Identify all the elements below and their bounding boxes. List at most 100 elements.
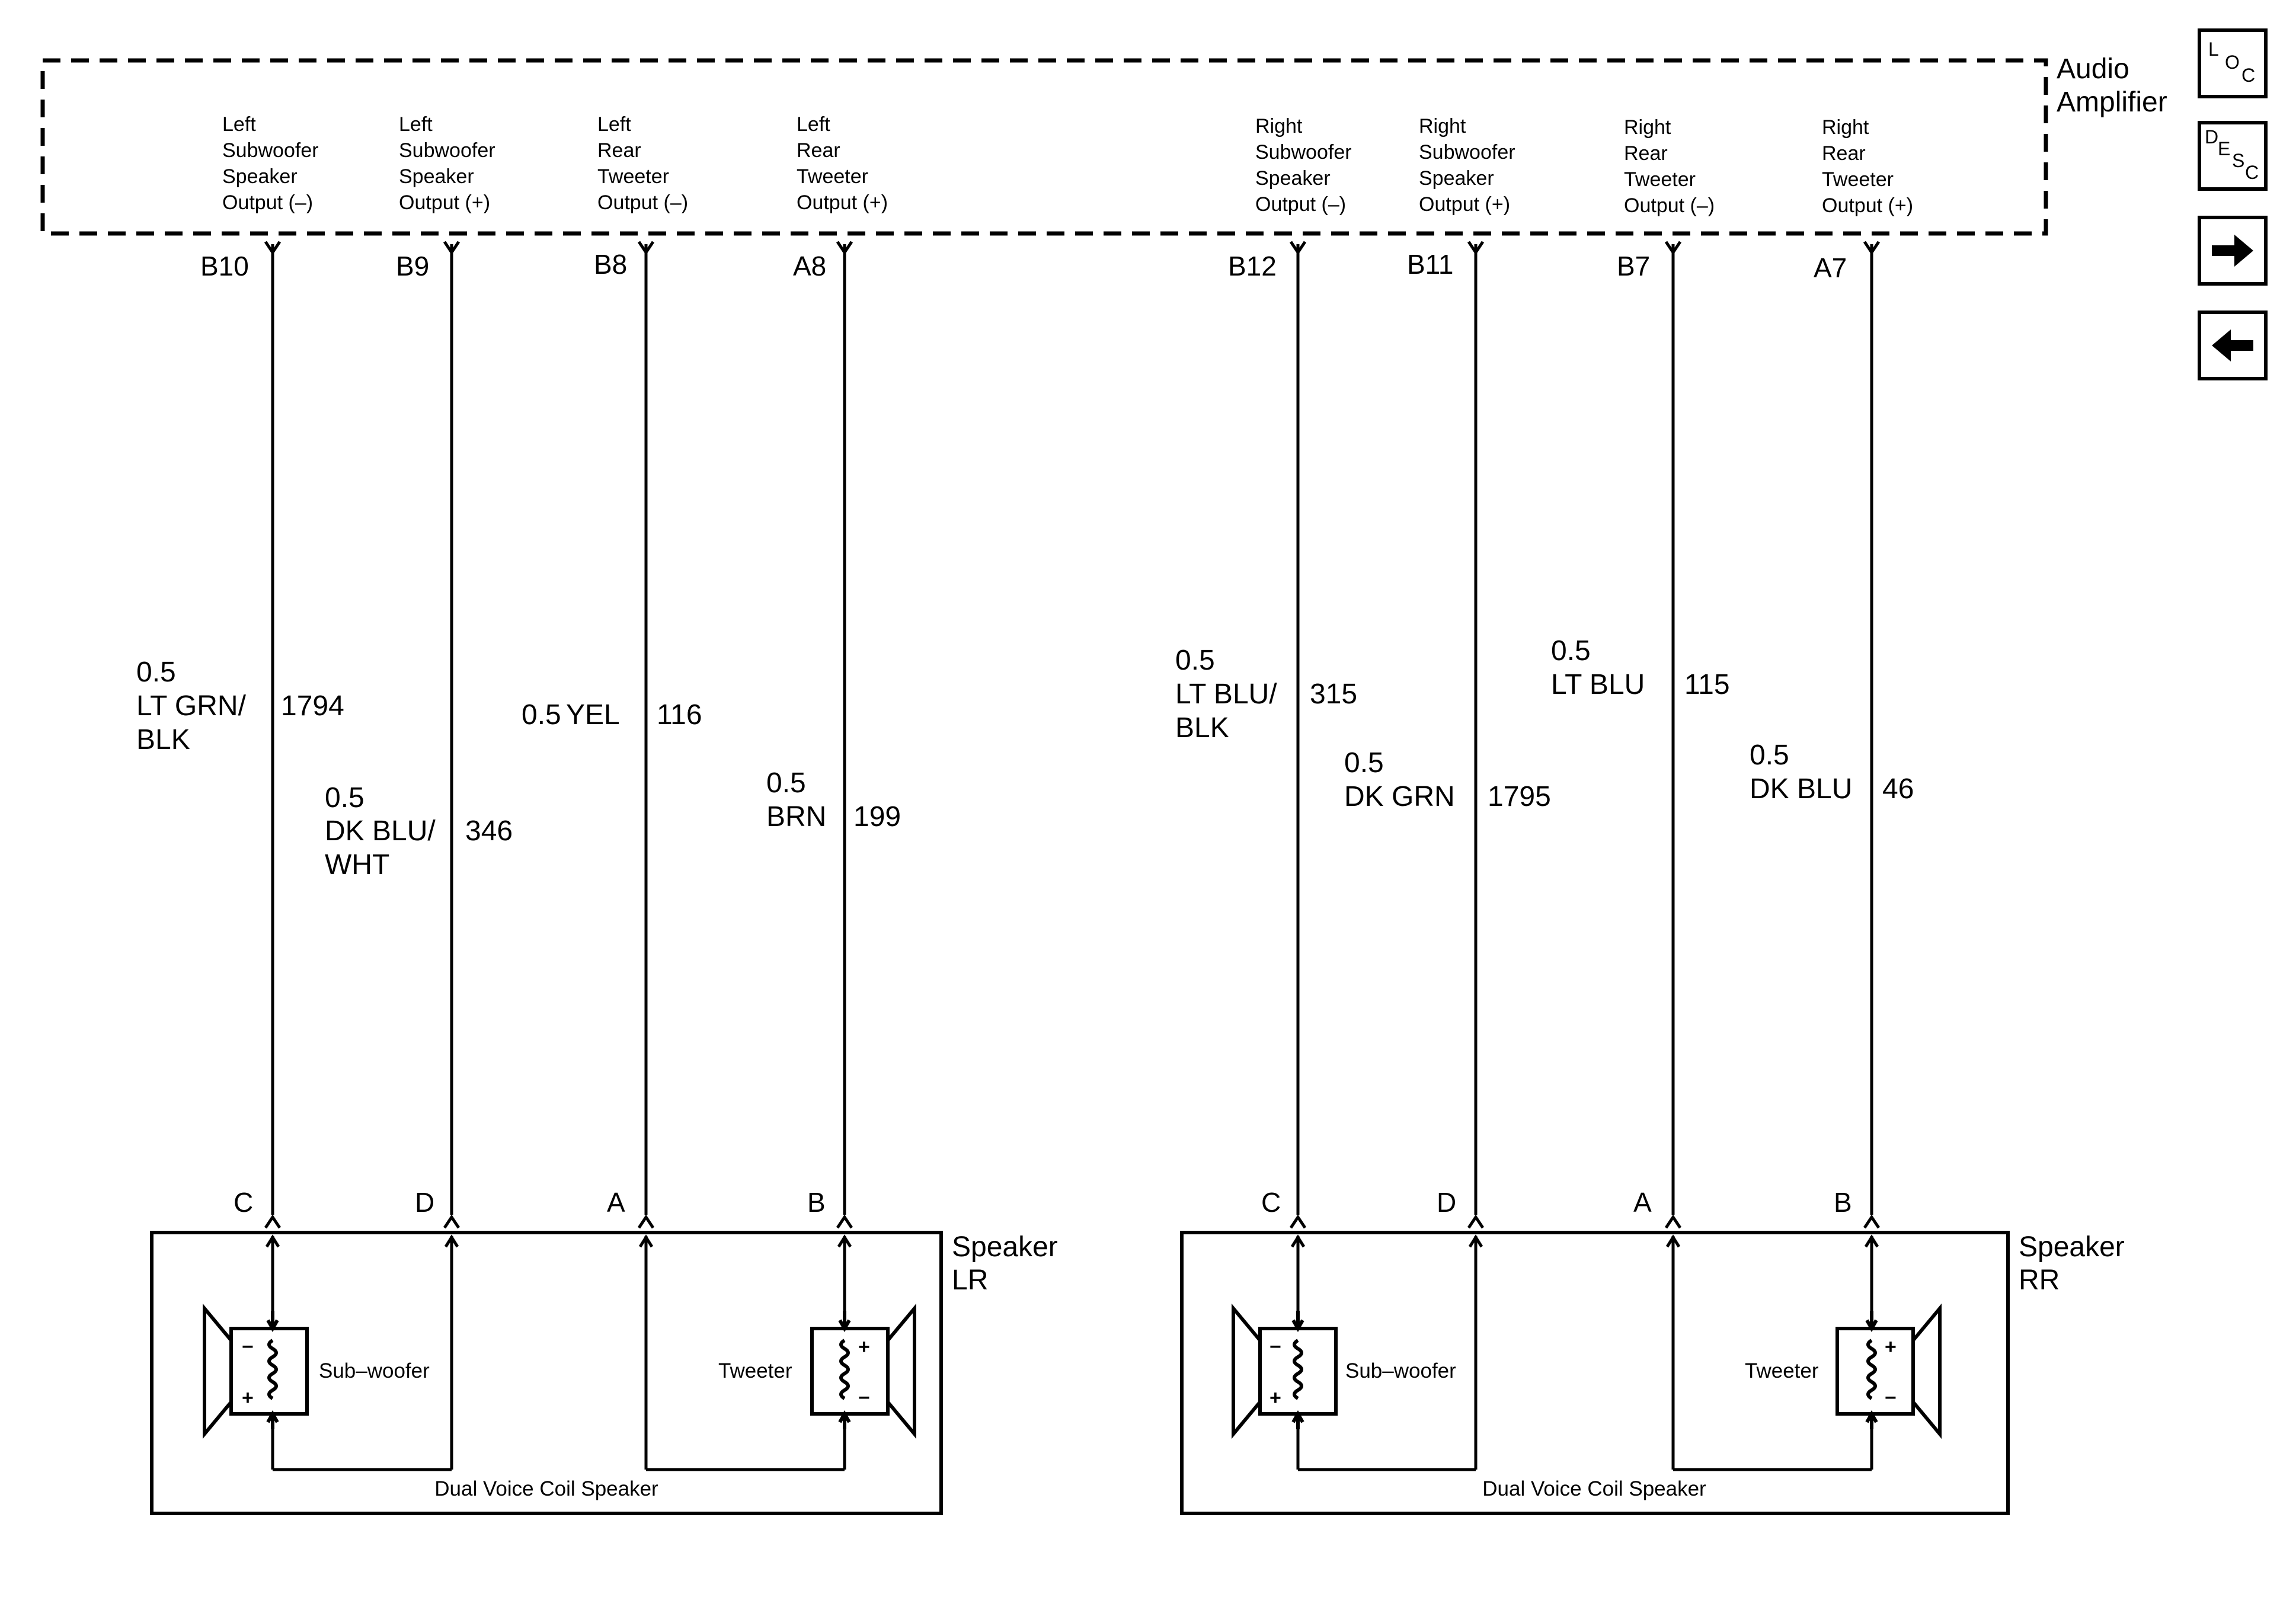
connector-symbol [1467, 241, 1485, 255]
circuit-number: 46 [1882, 773, 1914, 805]
connector-symbol [443, 1214, 461, 1229]
output-label: Left Rear Tweeter Output (+) [797, 113, 888, 214]
loc-icon: L O C [2208, 39, 2255, 86]
tweeter-label: Tweeter [1745, 1359, 1819, 1382]
wire-color: LT GRN/ [136, 690, 247, 722]
amp-pin-label: B12 [1228, 251, 1277, 281]
speaker-pin-label: D [1437, 1187, 1456, 1218]
loc-button[interactable]: L O C [2198, 28, 2268, 98]
amp-pin-label: A8 [793, 251, 826, 281]
output-label: Left Subwoofer Speaker Output (–) [222, 113, 324, 214]
next-button[interactable] [2198, 216, 2268, 286]
amp-pin-label: A7 [1814, 252, 1847, 283]
wire-color: BLK [1175, 712, 1229, 744]
speaker-box [1180, 1231, 2010, 1515]
tweeter-minus-sign: − [858, 1387, 870, 1409]
svg-text:S: S [2232, 150, 2244, 171]
connector-symbol [1289, 1214, 1307, 1229]
connector-symbol [264, 1214, 282, 1229]
speaker-rr: Speaker RR − + Sub–woofer [1180, 1231, 2125, 1515]
svg-text:O: O [2225, 52, 2240, 73]
amplifier-box [40, 58, 2048, 236]
speaker-lr: Speaker LR − + [150, 1231, 1058, 1515]
connector-symbol [1664, 241, 1682, 255]
arrow-right-icon [2212, 235, 2253, 267]
connector-symbol [264, 241, 282, 255]
amplifier-name: Audio [2057, 53, 2129, 85]
circuit-number: 199 [853, 801, 901, 833]
wire-label-a8: 0.5 BRN 199 [766, 767, 901, 833]
tweeter-symbol [1835, 1303, 1942, 1439]
wire-gauge: 0.5 [766, 767, 806, 799]
tweeter-symbol [810, 1303, 916, 1439]
speaker-pin-label: A [607, 1187, 625, 1218]
amplifier-connectors [264, 241, 1881, 255]
wire-gauge: 0.5 [325, 782, 364, 814]
wire-color: DK BLU/ [325, 815, 436, 847]
connector-symbol [1467, 1214, 1485, 1229]
speaker-pin-label: A [1633, 1187, 1652, 1218]
wire-gauge: 0.5 [522, 699, 561, 731]
speaker-title: LR [952, 1265, 988, 1296]
output-label: Right Subwoofer Speaker Output (+) [1419, 115, 1521, 216]
wire-color: DK GRN [1344, 781, 1455, 812]
speaker-title: Speaker [952, 1231, 1058, 1263]
speaker-pin-label: C [1261, 1187, 1281, 1218]
subwoofer-label: Sub–woofer [1345, 1359, 1456, 1382]
desc-button[interactable]: D E S C [2198, 121, 2268, 191]
connector-symbol [637, 241, 655, 255]
wire-label-b11: 0.5 DK GRN 1795 [1344, 747, 1551, 812]
wire-gauge: 0.5 [1175, 645, 1215, 676]
wire-gauge: 0.5 [136, 657, 176, 688]
wire-gauge: 0.5 [1344, 747, 1384, 779]
speaker-pin-label: C [234, 1187, 253, 1218]
amp-pin-label: B7 [1617, 251, 1650, 281]
connector-symbol [836, 1214, 853, 1229]
subwoofer-label: Sub–woofer [319, 1359, 430, 1382]
speaker-caption: Dual Voice Coil Speaker [434, 1477, 658, 1500]
subwoofer-plus-sign: + [1269, 1387, 1281, 1409]
desc-icon: D E S C [2205, 126, 2259, 183]
tweeter-plus-sign: + [858, 1336, 870, 1358]
circuit-number: 1795 [1488, 781, 1551, 812]
speaker-connectors [264, 1214, 1881, 1229]
output-label: Right Rear Tweeter Output (–) [1624, 116, 1715, 217]
svg-text:L: L [2208, 39, 2219, 60]
subwoofer-minus-sign: − [1269, 1336, 1281, 1358]
tweeter-label: Tweeter [718, 1359, 792, 1382]
wire-color: YEL [566, 699, 620, 731]
speaker-pin-label: B [1834, 1187, 1852, 1218]
connector-symbol [836, 241, 853, 255]
wire-color: DK BLU [1750, 773, 1852, 805]
prev-button[interactable] [2198, 311, 2268, 380]
connector-symbol [443, 241, 461, 255]
amp-pin-label: B8 [594, 249, 627, 280]
speaker-caption: Dual Voice Coil Speaker [1482, 1477, 1706, 1500]
tweeter-plus-sign: + [1885, 1336, 1897, 1358]
connector-symbol [637, 1214, 655, 1229]
subwoofer-plus-sign: + [242, 1387, 254, 1409]
circuit-number: 115 [1684, 669, 1730, 700]
arrow-left-icon [2212, 329, 2253, 361]
svg-text:E: E [2218, 138, 2230, 159]
wire-color: WHT [325, 849, 389, 881]
wire-gauge: 0.5 [1750, 740, 1789, 771]
amp-pin-label: B11 [1407, 249, 1453, 280]
amp-pin-label: B9 [396, 251, 429, 281]
wire-color: LT BLU/ [1175, 678, 1277, 710]
svg-text:D: D [2205, 126, 2218, 148]
connector-symbol [1664, 1214, 1682, 1229]
circuit-number: 116 [657, 699, 702, 731]
subwoofer-symbol [203, 1303, 309, 1439]
output-label: Right Rear Tweeter Output (+) [1822, 116, 1913, 217]
wires [271, 244, 1873, 1215]
speaker-pin-label: D [415, 1187, 434, 1218]
wire-color: LT BLU [1551, 669, 1645, 700]
speaker-title: Speaker [2019, 1231, 2125, 1263]
connector-symbol [1863, 241, 1881, 255]
wire-color: BLK [136, 724, 190, 756]
circuit-number: 1794 [281, 690, 344, 722]
subwoofer-minus-sign: − [242, 1336, 254, 1358]
svg-text:C: C [2241, 65, 2255, 86]
